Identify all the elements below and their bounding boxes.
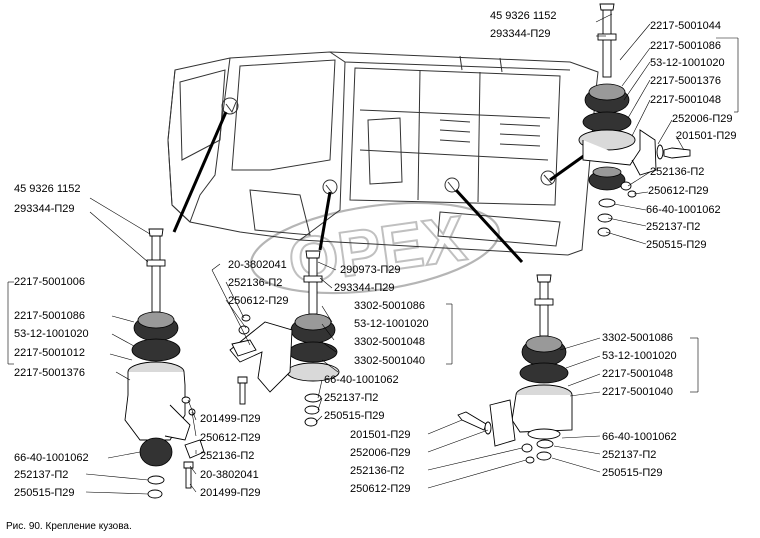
label-c-3: 250612-П29 bbox=[228, 295, 289, 307]
label-c-5: 293344-П29 bbox=[334, 282, 395, 294]
label-r-2: 53-12-1001020 bbox=[602, 350, 677, 362]
label-c-1: 20-3802041 bbox=[228, 259, 287, 271]
label-tr-12: 250515-П29 bbox=[646, 239, 707, 251]
label-tr-6: 252006-П29 bbox=[672, 113, 733, 125]
label-l-3: 53-12-1001020 bbox=[14, 328, 89, 340]
label-c-16: 250612-П29 bbox=[350, 483, 411, 495]
label-l-10: 250612-П29 bbox=[200, 432, 261, 444]
label-l-washer: 293344-П29 bbox=[14, 203, 75, 215]
label-c-11: 252137-П2 bbox=[324, 392, 379, 404]
label-l-11: 252136-П2 bbox=[200, 450, 255, 462]
label-tr-8: 252136-П2 bbox=[650, 166, 705, 178]
label-r-1: 3302-5001086 bbox=[602, 332, 673, 344]
label-l-1: 2217-5001006 bbox=[14, 276, 85, 288]
label-l-4: 2217-5001012 bbox=[14, 347, 85, 359]
leader-lines bbox=[7, 13, 739, 495]
mount-center bbox=[229, 250, 340, 427]
label-tr-3: 53-12-1001020 bbox=[650, 57, 725, 69]
label-c-4: 290973-П29 bbox=[340, 264, 401, 276]
label-l-5: 2217-5001376 bbox=[14, 367, 85, 379]
label-tr-2: 2217-5001086 bbox=[650, 40, 721, 52]
vehicle-body bbox=[167, 51, 599, 256]
label-c-9: 3302-5001040 bbox=[354, 355, 425, 367]
label-tr-4: 2217-5001376 bbox=[650, 75, 721, 87]
label-c-12: 250515-П29 bbox=[324, 410, 385, 422]
label-tr-9: 250612-П29 bbox=[648, 185, 709, 197]
label-tr-11: 252137-П2 bbox=[646, 221, 701, 233]
label-c-10: 66-40-1001062 bbox=[324, 374, 399, 386]
label-tr-bolt: 45 9326 1152 bbox=[490, 10, 557, 22]
label-l-2: 2217-5001086 bbox=[14, 310, 85, 322]
mount-left bbox=[124, 228, 205, 499]
label-l-6: 66-40-1001062 bbox=[14, 452, 89, 464]
label-tr-10: 66-40-1001062 bbox=[646, 204, 721, 216]
mount-right bbox=[457, 274, 573, 464]
mount-top-right bbox=[578, 3, 691, 237]
label-l-8: 250515-П29 bbox=[14, 487, 75, 499]
label-c-7: 53-12-1001020 bbox=[354, 318, 429, 330]
label-r-4: 2217-5001040 bbox=[602, 386, 673, 398]
label-tr-7: 201501-П29 bbox=[676, 130, 737, 142]
label-l-12: 20-3802041 bbox=[200, 469, 259, 481]
label-r-3: 2217-5001048 bbox=[602, 368, 673, 380]
pointer-lines bbox=[172, 111, 586, 264]
label-c-13: 201501-П29 bbox=[350, 429, 411, 441]
label-tr-1: 2217-5001044 bbox=[650, 20, 721, 32]
label-c-6: 3302-5001086 bbox=[354, 300, 425, 312]
label-tr-5: 2217-5001048 bbox=[650, 94, 721, 106]
label-c-2: 252136-П2 bbox=[228, 277, 283, 289]
label-c-15: 252136-П2 bbox=[350, 465, 405, 477]
label-r-7: 250515-П29 bbox=[602, 467, 663, 479]
label-l-9: 201499-П29 bbox=[200, 413, 261, 425]
label-c-14: 252006-П29 bbox=[350, 447, 411, 459]
label-l-bolt: 45 9326 1152 bbox=[14, 183, 81, 195]
label-tr-washer: 293344-П29 bbox=[490, 28, 551, 40]
label-r-6: 252137-П2 bbox=[602, 449, 657, 461]
figure-caption: Рис. 90. Крепление кузова. bbox=[6, 521, 132, 532]
label-l-7: 252137-П2 bbox=[14, 469, 69, 481]
label-c-8: 3302-5001048 bbox=[354, 336, 425, 348]
label-l-13: 201499-П29 bbox=[200, 487, 261, 499]
label-r-5: 66-40-1001062 bbox=[602, 431, 677, 443]
